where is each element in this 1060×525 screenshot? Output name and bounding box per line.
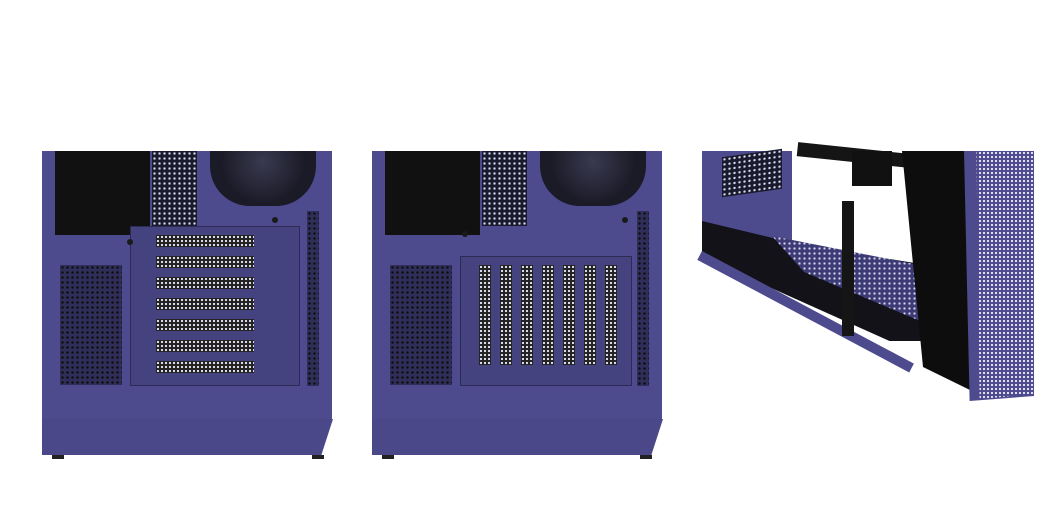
case-foot xyxy=(382,455,394,459)
pci-slot xyxy=(605,265,617,365)
black-interior xyxy=(385,151,480,235)
screw-icon xyxy=(462,231,468,237)
pci-slot xyxy=(521,265,533,365)
screw-icon xyxy=(622,217,628,223)
case-rear-vertical-image xyxy=(372,151,664,459)
pci-slot xyxy=(479,265,491,365)
side-vent xyxy=(307,211,319,386)
pci-slot xyxy=(500,265,512,365)
pci-slot xyxy=(584,265,596,365)
case-foot xyxy=(640,455,652,459)
gpu-bracket xyxy=(842,201,854,336)
pci-slots xyxy=(722,148,782,198)
mesh-column xyxy=(482,151,527,226)
mount-plate xyxy=(852,151,892,186)
case-interior-image xyxy=(697,142,1034,401)
case-foot xyxy=(52,455,64,459)
black-interior xyxy=(55,151,150,235)
fan-icon xyxy=(210,151,316,206)
screw-icon xyxy=(272,217,278,223)
pci-slot xyxy=(156,298,254,310)
pci-slot xyxy=(156,340,254,352)
pci-slot xyxy=(156,235,254,247)
front-mesh xyxy=(976,151,1034,399)
pci-slot xyxy=(542,265,554,365)
pci-slot xyxy=(156,319,254,331)
pci-slot xyxy=(156,361,254,373)
case-base xyxy=(42,419,333,455)
pci-bracket xyxy=(130,226,300,386)
screw-icon xyxy=(127,239,133,245)
case-base xyxy=(372,419,663,455)
pci-slot xyxy=(563,265,575,365)
case-rear-horizontal-image xyxy=(42,151,334,459)
pci-slot xyxy=(156,277,254,289)
pci-slot xyxy=(156,256,254,268)
front-panel xyxy=(964,151,1034,401)
mesh-column xyxy=(152,151,197,226)
side-vent xyxy=(637,211,649,386)
pci-bracket xyxy=(460,256,632,386)
case-foot xyxy=(312,455,324,459)
rear-mesh-panel xyxy=(60,265,122,385)
rear-mesh-panel xyxy=(390,265,452,385)
fan-icon xyxy=(540,151,646,206)
